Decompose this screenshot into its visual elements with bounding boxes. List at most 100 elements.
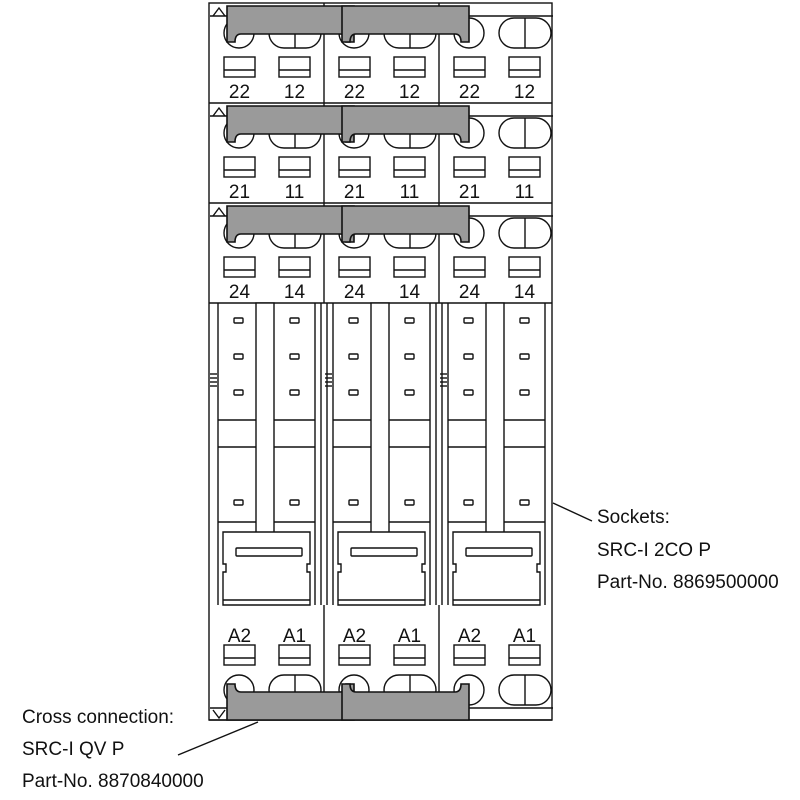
terminal-label: 12	[284, 82, 305, 103]
terminal-label: 14	[284, 282, 306, 303]
cross-connection-part-no: Part-No. 8870840000	[22, 771, 204, 792]
test-slot-icon	[348, 317, 359, 324]
terminal-marker-tag	[338, 256, 371, 278]
relay-ejector-stem	[485, 302, 505, 549]
terminal-marker-tag	[508, 156, 541, 178]
test-slot-icon	[463, 353, 474, 360]
test-slot-icon	[404, 353, 415, 360]
polarity-marker-icon	[212, 6, 226, 17]
test-slot-icon	[233, 317, 244, 324]
test-slot-icon	[289, 499, 300, 506]
terminal-marker-tag	[223, 156, 256, 178]
terminal-label: A2	[228, 626, 251, 647]
terminal-label: 11	[285, 182, 305, 203]
relay-latch-bar	[350, 547, 418, 557]
sockets-label: Sockets:	[597, 507, 670, 528]
terminal-marker-tag	[508, 644, 541, 666]
test-slot-icon	[519, 317, 530, 324]
terminal-marker-tag	[453, 56, 486, 78]
test-slot-icon	[348, 353, 359, 360]
terminal-label: 21	[344, 182, 365, 203]
test-slot-icon	[348, 389, 359, 396]
cross-connection-label: Cross connection:	[22, 707, 174, 728]
terminal-marker-tag	[223, 256, 256, 278]
relay-latch	[337, 531, 426, 606]
terminal-marker-tag	[338, 156, 371, 178]
terminal-marker-tag	[453, 644, 486, 666]
cross-connections	[226, 5, 470, 721]
relay-latch-bar	[465, 547, 533, 557]
terminal-marker-tag	[508, 256, 541, 278]
terminal-marker-tag	[338, 56, 371, 78]
terminal-marker-tag	[508, 56, 541, 78]
test-slot-icon	[519, 389, 530, 396]
terminal-marker-tag	[338, 644, 371, 666]
relay-ejector-stem	[255, 302, 275, 549]
sockets-annotation: Sockets: SRC-I 2CO P Part-No. 8869500000	[552, 502, 779, 593]
terminal-marker-tag	[453, 156, 486, 178]
terminal-label: A2	[343, 626, 366, 647]
terminal-label: 11	[515, 182, 535, 203]
terminal-marker-tag	[393, 644, 426, 666]
terminal-marker-tag	[393, 56, 426, 78]
terminal-label: 12	[514, 82, 535, 103]
cross-connection-bridge	[341, 205, 470, 243]
cross-connection-model: SRC-I QV P	[22, 739, 124, 760]
test-slot-icon	[463, 317, 474, 324]
terminal-marker-tag	[223, 644, 256, 666]
terminal-marker-tag	[453, 256, 486, 278]
cross-connection-bridge	[341, 683, 470, 721]
terminal-marker-tag	[278, 156, 311, 178]
terminal-label: A1	[513, 626, 536, 647]
sockets-part-no: Part-No. 8869500000	[597, 572, 779, 593]
test-slot-icon	[233, 353, 244, 360]
terminal-marker-tag	[223, 56, 256, 78]
relay-latch	[452, 531, 541, 606]
test-slot-icon	[519, 499, 530, 506]
terminal-label: 21	[229, 182, 250, 203]
polarity-marker-icon	[212, 709, 226, 720]
terminal-label: 22	[344, 82, 365, 103]
terminal-label: 22	[459, 82, 480, 103]
terminal-marker-tag	[278, 56, 311, 78]
cross-connection-leader-line	[177, 721, 259, 756]
relay-latch	[222, 531, 311, 606]
relay-ejector-stem	[370, 302, 390, 549]
terminal-marker-tag	[393, 156, 426, 178]
relay-latch-bar	[235, 547, 303, 557]
polarity-marker-icon	[212, 206, 226, 217]
cross-connection-bridge	[341, 105, 470, 143]
test-slot-icon	[348, 499, 359, 506]
terminal-label: A1	[398, 626, 421, 647]
terminal-label: 24	[229, 282, 251, 303]
test-slot-icon	[289, 389, 300, 396]
test-slot-icon	[233, 499, 244, 506]
test-slot-icon	[289, 353, 300, 360]
terminal-label: 21	[459, 182, 480, 203]
polarity-marker-icon	[212, 106, 226, 117]
test-slot-icon	[404, 499, 415, 506]
test-slot-icon	[463, 389, 474, 396]
terminal-label: A1	[283, 626, 306, 647]
terminal-label: 24	[344, 282, 366, 303]
terminal-label: 14	[514, 282, 536, 303]
test-slot-icon	[404, 389, 415, 396]
test-slot-icon	[404, 317, 415, 324]
cross-connection-bridge	[341, 5, 470, 43]
test-slot-icon	[233, 389, 244, 396]
terminal-marker-tag	[278, 256, 311, 278]
test-slot-icon	[519, 353, 530, 360]
cross-connection-annotation: Cross connection: SRC-I QV P Part-No. 88…	[22, 707, 259, 792]
terminal-label: 24	[459, 282, 481, 303]
terminal-label: 12	[399, 82, 420, 103]
terminal-label: 11	[400, 182, 420, 203]
test-slot-icon	[289, 317, 300, 324]
sockets-model: SRC-I 2CO P	[597, 540, 711, 561]
sockets-leader-line	[552, 502, 593, 522]
terminal-label: 22	[229, 82, 250, 103]
terminal-marker-tag	[393, 256, 426, 278]
terminal-label: A2	[458, 626, 481, 647]
terminal-marker-tag	[278, 644, 311, 666]
relay-body-section	[210, 302, 546, 606]
test-slot-icon	[463, 499, 474, 506]
